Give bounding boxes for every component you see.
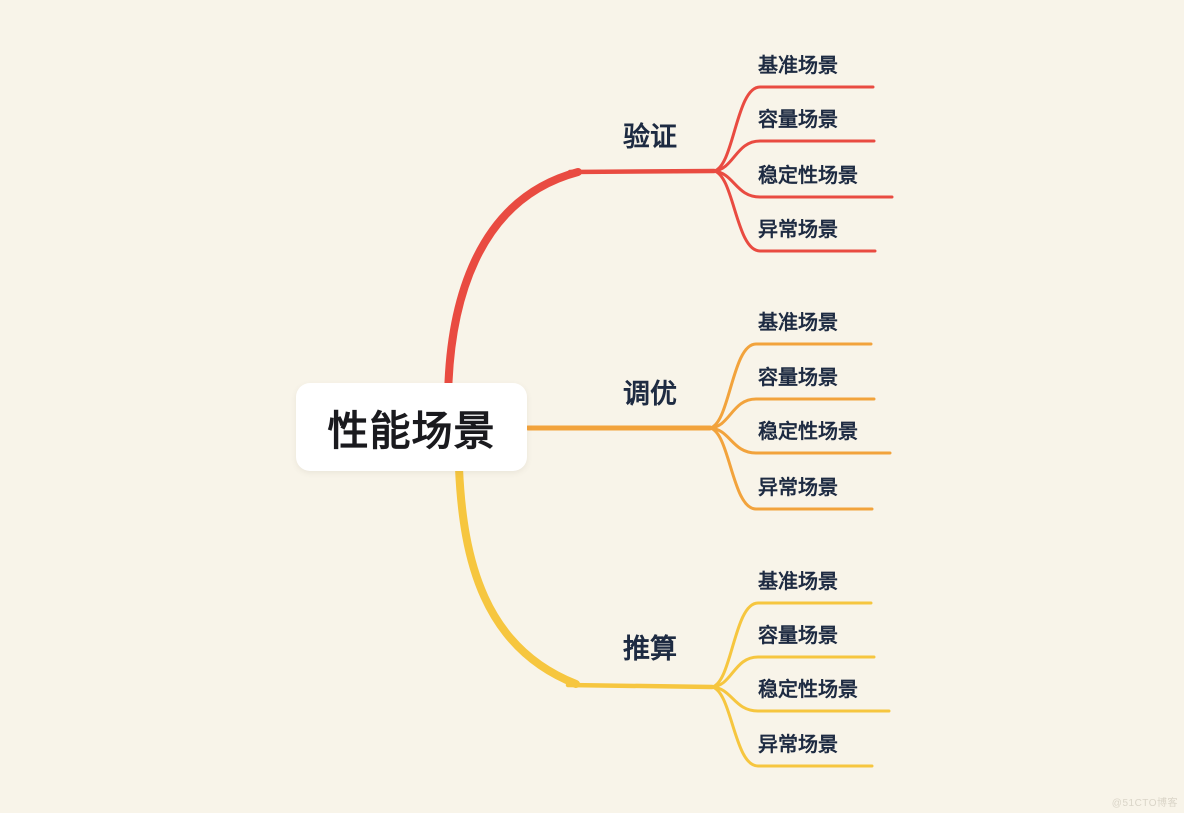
leaf-node[interactable]: 稳定性场景 (758, 165, 858, 187)
leaf-node[interactable]: 基准场景 (758, 571, 838, 593)
leaf-node[interactable]: 容量场景 (758, 625, 838, 647)
branch-3-child-3-connector (710, 685, 891, 713)
branch-1-main-line (567, 168, 717, 175)
branch-label-infer[interactable]: 推算 (623, 634, 677, 664)
leaf-node[interactable]: 稳定性场景 (758, 679, 858, 701)
branch-3-main-line (565, 682, 715, 690)
branch-2-child-4-connector (708, 426, 874, 511)
branch-1-child-4-connector (712, 169, 877, 253)
leaf-node[interactable]: 基准场景 (758, 55, 838, 77)
leaf-node[interactable]: 基准场景 (758, 312, 838, 334)
branch-3-child-2-connector (710, 655, 876, 689)
branch-2-child-2-connector (708, 397, 876, 430)
branch-3-child-4-connector (710, 685, 874, 768)
branch-2-child-3-connector (708, 426, 892, 455)
leaf-node[interactable]: 异常场景 (758, 477, 838, 499)
leaf-node[interactable]: 稳定性场景 (758, 421, 858, 443)
branch-label-verify[interactable]: 验证 (623, 122, 677, 152)
branch-1-trunk-curve (444, 168, 582, 404)
branch-1-child-2-connector (712, 139, 876, 173)
watermark: @51CTO博客 (1111, 798, 1178, 809)
leaf-node[interactable]: 异常场景 (758, 219, 838, 241)
leaf-node[interactable]: 容量场景 (758, 367, 838, 389)
branch-3-trunk-curve (455, 464, 580, 688)
root-node[interactable]: 性能场景 (296, 383, 527, 471)
branch-1-child-1-connector (712, 85, 875, 173)
root-node-label: 性能场景 (327, 408, 496, 454)
branch-1-child-3-connector (712, 169, 894, 199)
branch-2-child-1-connector (708, 342, 873, 430)
leaf-node[interactable]: 异常场景 (758, 734, 838, 756)
branch-label-tune[interactable]: 调优 (623, 379, 677, 409)
branch-3-child-1-connector (710, 601, 873, 689)
leaf-node[interactable]: 容量场景 (758, 109, 838, 131)
